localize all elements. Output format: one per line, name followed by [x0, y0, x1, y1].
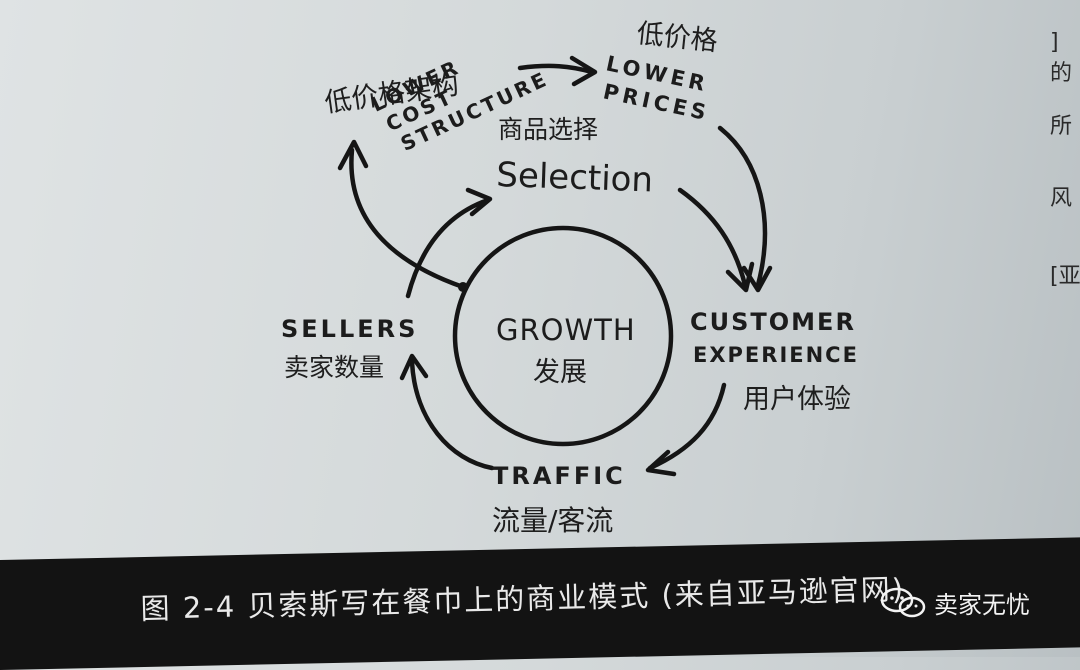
arrowhead-prices — [569, 55, 598, 87]
watermark-text: 卖家无忧 — [934, 591, 1030, 619]
edge-fragment-4: [亚 — [1050, 264, 1080, 289]
label-experience-en-2: EXPERIENCE — [693, 343, 859, 367]
arrow-growth-to-cost — [349, 147, 466, 290]
arrow-sellers-to-selection — [405, 197, 491, 299]
label-selection-cn: 商品选择 — [498, 115, 598, 144]
arrowhead-experience-2 — [741, 265, 773, 293]
arrow-experience-to-traffic — [647, 382, 727, 471]
arrow-cost-to-prices — [517, 63, 595, 75]
growth-circle — [452, 225, 674, 447]
label-low-prices-cn: 低价格 — [635, 18, 719, 57]
label-traffic-cn: 流量/客流 — [492, 504, 613, 537]
edge-fragment-3: 风 — [1050, 186, 1073, 211]
label-sellers-en: SELLERS — [281, 315, 418, 343]
label-growth-en: GROWTH — [496, 313, 636, 347]
watermark: 卖家无忧 — [880, 585, 1030, 620]
arrowhead-sellers — [399, 353, 429, 381]
wechat-icon — [880, 587, 926, 617]
arrowhead-experience-1 — [725, 261, 755, 293]
label-traffic-en: TRAFFIC — [492, 462, 626, 490]
label-selection-en: Selection — [496, 155, 654, 200]
arrowhead-traffic — [645, 449, 677, 477]
arrow-prices-to-experience — [717, 125, 768, 288]
arrow-traffic-to-sellers — [409, 359, 495, 471]
label-growth-cn: 发展 — [533, 357, 587, 388]
arrow-selection-to-experience — [677, 187, 748, 288]
edge-fragment-1: ]的 — [1050, 30, 1073, 86]
arrowhead-cost — [337, 139, 369, 171]
label-low-prices-en: LOWER PRICES — [601, 51, 712, 125]
label-sellers-cn: 卖家数量 — [284, 353, 384, 382]
label-experience-cn: 用户体验 — [743, 384, 851, 415]
label-experience-en-1: CUSTOMER — [690, 308, 856, 336]
edge-fragment-2: 所 — [1050, 114, 1073, 139]
arrowhead-selection — [465, 187, 493, 217]
